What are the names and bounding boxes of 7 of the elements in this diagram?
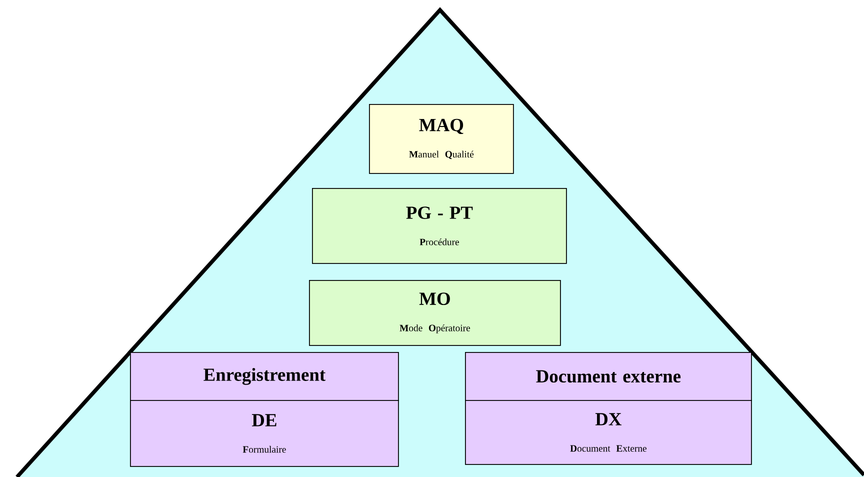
header-box: Enregistrement [130,352,399,401]
process-box: DE Formulaire [130,400,399,467]
process-box: MAQ Manuel Qualité [369,104,514,174]
process-box: PG - PT Procédure [312,188,567,264]
header-box: Document externe [465,352,752,401]
process-box: MO Mode Opératoire [309,280,561,346]
process-box: DX Document Externe [465,400,752,465]
